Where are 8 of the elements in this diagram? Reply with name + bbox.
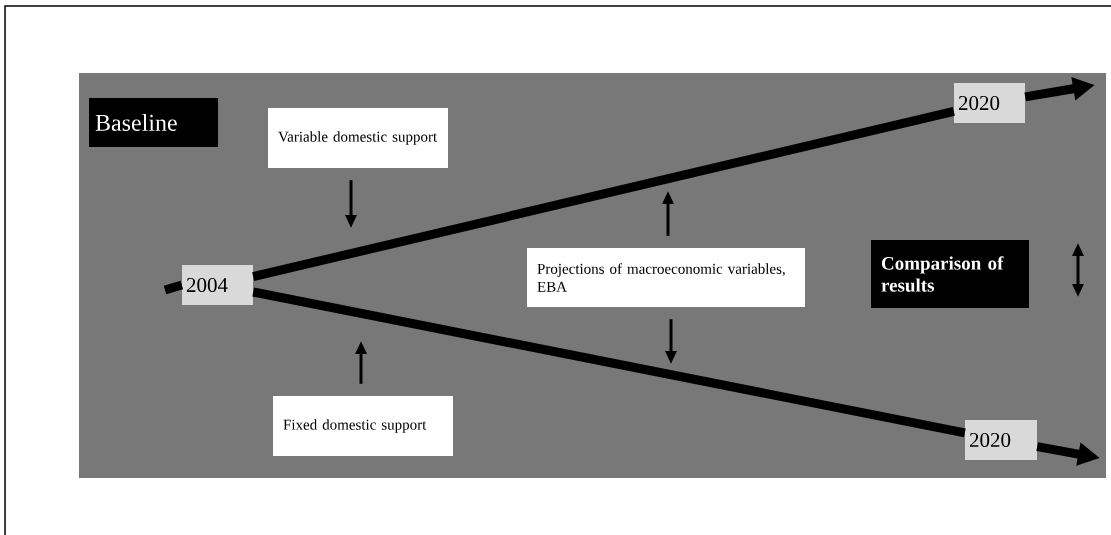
- year-box: 2020: [954, 83, 1025, 123]
- label-box: Projections of macroeconomic variables, EBA: [527, 248, 805, 307]
- year-box: 2004: [182, 265, 253, 305]
- year-box: 2020: [965, 420, 1037, 460]
- label-box: Variable domestic support: [268, 108, 448, 168]
- label-box: Fixed domestic support: [273, 396, 453, 456]
- title-box: Baseline: [89, 98, 218, 147]
- title-box: Comparison of results: [871, 240, 1029, 308]
